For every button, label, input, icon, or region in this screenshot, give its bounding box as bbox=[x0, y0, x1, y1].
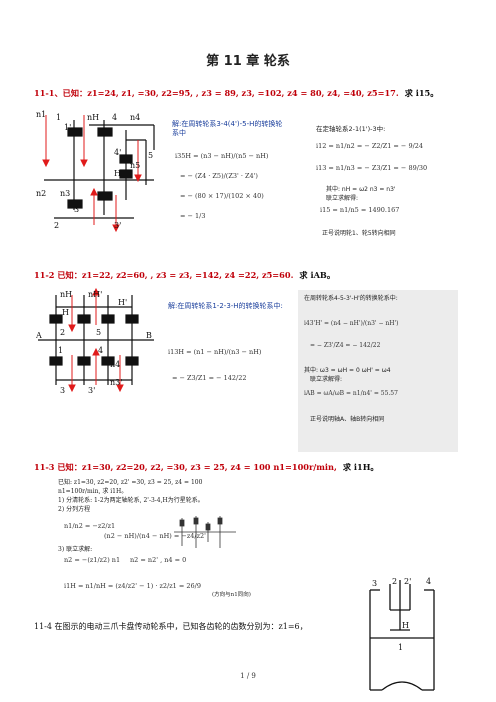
page-number: 1 / 9 bbox=[240, 672, 256, 680]
label-1: 1 bbox=[58, 346, 63, 355]
eq-11-1-fixed-1: i12 = n1/n2 = − Z2/Z1 = − 9/24 bbox=[316, 142, 424, 150]
label-nH: nH bbox=[60, 290, 72, 299]
solution-11-2-intro: 解:在周转轮系1-2-3-H的转换轮系中: bbox=[168, 302, 283, 310]
label-H: H bbox=[62, 308, 69, 317]
eq-11-3-5: i1H = n1/nH = (z4/z2' − 1) · z2/z1 = 26/… bbox=[64, 582, 201, 590]
problem-11-2-given: 11-2 已知：z1=22, z2=60, , z3 = z3, =142, z… bbox=[34, 270, 294, 280]
label-3: 3 bbox=[372, 579, 377, 588]
eq-11-1-line2: = − (Z4 · Z5)/(Z3' · Z4') bbox=[180, 172, 258, 180]
label-nHp: nH' bbox=[88, 290, 102, 299]
eq-11-3-1: n1/n2 = −z2/z1 bbox=[64, 522, 116, 530]
problem-11-2-statement: 11-2 已知：z1=22, z2=60, , z3 = z3, =142, z… bbox=[34, 269, 335, 281]
gear-train-diagram-11-2: nH nH' H' H 2 5 A B 4 1 3 3' n4 n3' bbox=[36, 287, 154, 395]
solution-11-1-fixed-header: 在定轴轮系2-1(1')-3中: bbox=[316, 125, 386, 133]
solution-11-3-step1: 1) 分清轮系: 1-2为两定轴轮系, 2'-3-4,H为行星轮系。 bbox=[58, 497, 204, 504]
problem-11-4-statement: 11-4 在图示的电动三爪卡盘传动轮系中，已知各齿轮的齿数分别为：z1=6， bbox=[34, 622, 308, 631]
solution-11-1-intro: 解:在周转轮系3-4(4')-5-H的转换轮系中 bbox=[172, 120, 283, 137]
label-2: 2 bbox=[60, 328, 65, 337]
label-H: H bbox=[114, 169, 121, 178]
label-n4: n4 bbox=[130, 113, 140, 122]
label-3p: 3' bbox=[88, 386, 95, 395]
label-5: 5 bbox=[96, 328, 101, 337]
solution-11-3-text: 已知: z1=30, z2=20, z2' =30, z3 = 25, z4 =… bbox=[58, 478, 204, 514]
page-title: 第 11 章 轮系 bbox=[206, 54, 290, 69]
label-4: 4 bbox=[98, 346, 103, 355]
label-4p: 4' bbox=[114, 148, 121, 157]
eq-11-2-line2: = − Z3/Z1 = − 142/22 bbox=[172, 374, 247, 382]
solution-11-3-given-2: n1=100r/min, 求 i1H。 bbox=[58, 488, 128, 495]
eq-11-3-4: n2 = n2' , n4 = 0 bbox=[130, 556, 187, 564]
eq-11-2-right-4: 联立求解得: bbox=[310, 376, 343, 383]
problem-11-3-ask: 求 i1H。 bbox=[342, 462, 379, 472]
eq-11-2-right-1: i43'H' = (n4 − nH')/(n3' − nH') bbox=[304, 320, 399, 327]
note-11-2: 正号说明轴A、轴B转向相同 bbox=[310, 416, 385, 423]
solution-11-3-given: 已知: z1=30, z2=20, z2' =30, z3 = 25, z4 =… bbox=[58, 479, 203, 486]
label-3: 3 bbox=[74, 205, 79, 214]
label-3p: 3' bbox=[114, 221, 121, 230]
eq-11-2-right-3: 其中: ω3 = ωH = 0 ωH' = ω4 bbox=[304, 367, 391, 374]
eq-11-3-2: (n2 − nH)/(n4 − nH) = −z4/z2' bbox=[104, 532, 206, 540]
solution-11-3-step2: 2) 分列方程 bbox=[58, 506, 91, 513]
label-nH-top: nH bbox=[87, 113, 99, 122]
label-4: 4 bbox=[426, 577, 431, 586]
eq-11-3-3: n2 = −(z1/z2) n1 bbox=[64, 556, 121, 564]
label-A: A bbox=[36, 331, 42, 340]
problem-11-1-given: 11-1、已知：z1=24, z1, =30, z2=95, , z3 = 89… bbox=[34, 88, 399, 98]
label-B: B bbox=[146, 331, 152, 340]
label-2: 2 bbox=[54, 221, 59, 230]
label-2p: 2' bbox=[404, 577, 411, 586]
eq-11-2-right-2: = − Z3'/Z4 = − 142/22 bbox=[310, 342, 381, 349]
label-1p: 1' bbox=[64, 123, 71, 132]
label-n3: n3 bbox=[60, 189, 70, 198]
label-n5: n5 bbox=[130, 161, 140, 170]
eq-11-1-fixed-5: i15 = n1/n5 = 1490.167 bbox=[320, 206, 400, 214]
eq-11-1-line4: = − 1/3 bbox=[180, 212, 206, 220]
eq-11-1-fixed-2: i13 = n1/n3 = − Z3/Z1 = − 89/30 bbox=[316, 164, 428, 172]
eq-11-1-fixed-4: 联立求解得: bbox=[326, 195, 359, 202]
label-H: H bbox=[402, 621, 409, 630]
eq-11-1-line3: = − (80 × 17)/(102 × 40) bbox=[180, 192, 264, 200]
eq-11-1-fixed-3: 其中: nH = ω2 n3 = n3' bbox=[326, 186, 396, 193]
label-4: 4 bbox=[112, 113, 117, 122]
label-n2: n2 bbox=[36, 189, 46, 198]
label-3: 3 bbox=[60, 386, 65, 395]
label-n3p: n3' bbox=[110, 378, 122, 387]
label-n1: n1 bbox=[36, 110, 46, 119]
problem-11-1-ask: 求 i15。 bbox=[404, 88, 439, 98]
problem-11-2-ask: 求 iAB。 bbox=[299, 270, 336, 280]
label-1: 1 bbox=[56, 113, 61, 122]
label-1: 1 bbox=[398, 643, 403, 652]
solution-11-2-right-panel bbox=[298, 290, 458, 452]
eq-11-3-5-note: (方向与n1同向) bbox=[212, 592, 251, 598]
problem-11-3-given: 11-3 已知：z1=30, z2=20, z2, =30, z3 = 25, … bbox=[34, 462, 337, 472]
problem-11-1-statement: 11-1、已知：z1=24, z1, =30, z2=95, , z3 = 89… bbox=[34, 87, 438, 99]
gear-train-diagram-11-3: 3 2 2' 4 H 1 bbox=[369, 577, 435, 691]
gear-train-diagram-11-1: n1 1 1' nH 4 n4 4' 5 n5 H n2 n3 3 2 3' bbox=[36, 110, 155, 233]
problem-11-3-statement: 11-3 已知：z1=30, z2=20, z2, =30, z3 = 25, … bbox=[34, 461, 379, 473]
note-11-1: 正号说明轮1、轮5转向相同 bbox=[322, 230, 396, 237]
eq-11-2-right-5: iAB = ωA/ωB = n1/n4' = 55.57 bbox=[304, 390, 398, 397]
label-5: 5 bbox=[148, 151, 153, 160]
label-Hp: H' bbox=[118, 298, 127, 307]
label-2: 2 bbox=[392, 577, 397, 586]
label-n4: n4 bbox=[110, 360, 120, 369]
gear-sketch-11-3 bbox=[174, 516, 236, 548]
solution-11-3-step3: 3) 联立求解: bbox=[58, 546, 93, 553]
eq-11-1-line1: i35H = (n3 − nH)/(n5 − nH) bbox=[175, 152, 269, 160]
eq-11-2-line1: i13H = (n1 − nH)/(n3 − nH) bbox=[168, 348, 262, 356]
solution-11-2-right-header: 在周转轮系4-5-3'-H'的转换轮系中: bbox=[304, 295, 398, 302]
